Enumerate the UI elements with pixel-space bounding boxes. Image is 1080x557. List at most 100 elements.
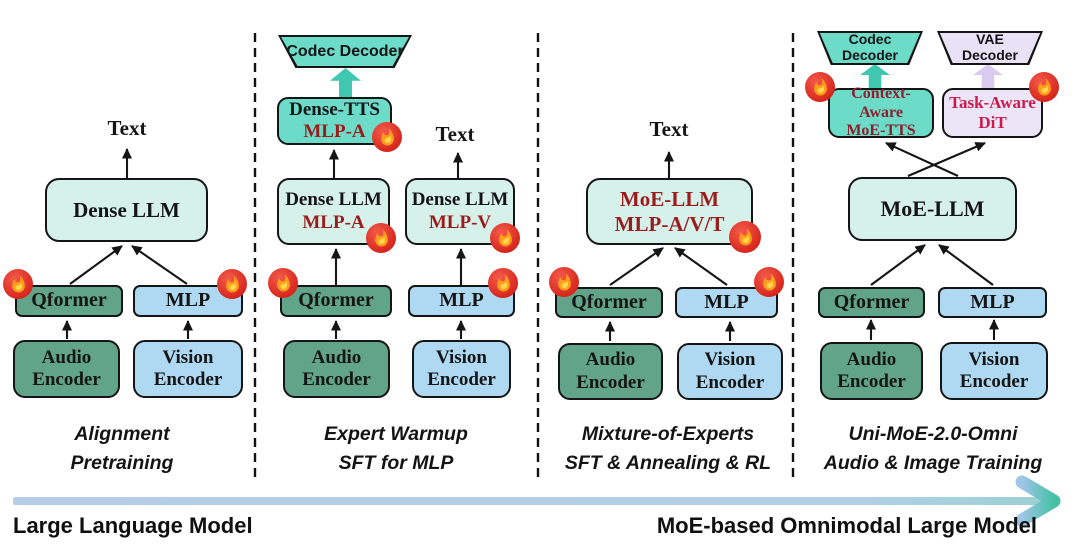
- stage2-audio-encoder-line1: Audio: [311, 346, 362, 368]
- stage2-audio-encoder-box: Audio Encoder: [283, 340, 390, 398]
- stage2-qformer-box: Qformer: [280, 285, 392, 317]
- fire-icon: [3, 269, 33, 299]
- stage3-audio-encoder-line2: Encoder: [576, 371, 645, 393]
- stage1-dense-llm-box: Dense LLM: [45, 178, 208, 242]
- fire-icon: [490, 223, 520, 253]
- stage3-vision-encoder-box: Vision Encoder: [677, 343, 783, 400]
- timeline-left-label: Large Language Model: [13, 513, 253, 538]
- fire-icon: [729, 221, 761, 253]
- stage4-caption: Uni-MoE-2.0-Omni Audio & Image Training: [792, 420, 1074, 479]
- stage2-caption: Expert Warmup SFT for MLP: [276, 420, 516, 479]
- stage2-llm-vision-line2: MLP-V: [428, 211, 492, 233]
- timeline-arrow: [13, 475, 1061, 527]
- stage2-caption-line1: Expert Warmup: [324, 423, 468, 445]
- stage3-caption-line2: SFT & Annealing & RL: [564, 452, 772, 475]
- stage4-vae-decoder-trapezoid: VAE Decoder: [937, 31, 1043, 65]
- fire-icon: [1029, 72, 1059, 102]
- stage2-vision-encoder-box: Vision Encoder: [412, 340, 511, 398]
- stage4-moe-tts-line1: Context-Aware: [851, 84, 911, 121]
- stage4-caption-line2: Audio & Image Training: [823, 452, 1043, 475]
- stage4-vision-encoder-box: Vision Encoder: [940, 342, 1048, 400]
- stage1-audio-encoder-line2: Encoder: [32, 369, 101, 390]
- stage2-connectors: [329, 149, 466, 339]
- stage2-dense-tts-line1: Dense-TTS: [289, 98, 380, 120]
- stage2-llm-audio-line2: MLP-A: [302, 211, 365, 233]
- stage4-dit-line2: DiT: [978, 113, 1007, 132]
- stage1-mlp-box: MLP: [133, 285, 243, 317]
- stage3-audio-encoder-box: Audio Encoder: [558, 343, 663, 400]
- stage1-vision-encoder-line1: Vision: [162, 346, 214, 368]
- stage1-mlp-label: MLP: [165, 289, 211, 312]
- stage3-caption-line1: Mixture-of-Experts: [581, 423, 755, 445]
- stage2-text-output-label: Text: [435, 122, 475, 146]
- stage3-connectors: [605, 151, 735, 341]
- stage2-caption-line2: SFT for MLP: [338, 452, 454, 475]
- stage2-vision-encoder-line2: Encoder: [427, 369, 496, 390]
- stage3-moe-llm-box: MoE-LLM MLP-A/V/T: [586, 178, 753, 245]
- timeline-right-label: MoE-based Omnimodal Large Model: [656, 513, 1037, 538]
- stage4-dit-box: Task-Aware DiT: [942, 88, 1043, 138]
- stage4-caption-line1: Uni-MoE-2.0-Omni: [848, 423, 1018, 445]
- stage4-moe-tts-box: Context-Aware MoE-TTS: [828, 84, 934, 140]
- stage4-moe-llm-box: MoE-LLM: [848, 177, 1017, 241]
- stage1-qformer-label: Qformer: [31, 289, 107, 312]
- stage4-qformer-box: Qformer: [818, 287, 925, 318]
- stage1-audio-encoder-box: Audio Encoder: [13, 340, 120, 398]
- stage1-audio-encoder-line1: Audio: [41, 346, 92, 368]
- fire-icon: [217, 269, 247, 299]
- stage2-qformer-label: Qformer: [298, 289, 374, 312]
- stage1-qformer-box: Qformer: [15, 285, 123, 317]
- stage4-codec-decoder-trapezoid: Codec Decoder: [817, 31, 923, 65]
- stage3-caption: Mixture-of-Experts SFT & Annealing & RL: [543, 420, 793, 479]
- stage-dividers: [253, 33, 795, 483]
- stage2-codec-decoder-label: Codec Decoder: [286, 42, 404, 60]
- stage2-dense-tts-line2: MLP-A: [303, 121, 366, 142]
- stage4-mlp-box: MLP: [938, 287, 1047, 318]
- fire-icon: [372, 122, 402, 152]
- fire-icon: [488, 268, 518, 298]
- stage4-moe-llm-label: MoE-LLM: [880, 196, 985, 222]
- fire-icon: [549, 267, 579, 297]
- stage2-audio-encoder-line2: Encoder: [302, 369, 371, 390]
- stage3-vision-encoder-line1: Vision: [704, 349, 756, 371]
- stage1-text-output-label: Text: [107, 116, 147, 140]
- stage1-connectors: [62, 148, 193, 339]
- fire-icon: [366, 223, 396, 253]
- stage4-mlp-label: MLP: [970, 290, 1015, 313]
- stage4-vision-encoder-line1: Vision: [968, 348, 1020, 370]
- stage2-codec-decoder-trapezoid: Codec Decoder: [278, 35, 412, 68]
- stage2-mlp-label: MLP: [439, 289, 484, 312]
- stage4-qformer-label: Qformer: [833, 290, 910, 313]
- stage4-audio-encoder-box: Audio Encoder: [820, 342, 923, 400]
- stage3-vision-encoder-line2: Encoder: [695, 371, 765, 393]
- stage3-mlp-label: MLP: [704, 290, 749, 313]
- stage1-dense-llm-label: Dense LLM: [73, 197, 180, 222]
- stage4-vae-decoder-line2: Decoder: [961, 47, 1019, 63]
- stage3-moe-llm-line1: MoE-LLM: [619, 186, 720, 211]
- stage4-codec-decoder-line1: Codec: [848, 31, 892, 48]
- stage2-llm-audio-line1: Dense LLM: [285, 189, 382, 211]
- stage4-connectors: [866, 142, 999, 340]
- fire-icon: [754, 267, 784, 297]
- stage3-qformer-label: Qformer: [571, 290, 647, 313]
- stage4-audio-encoder-line2: Encoder: [837, 371, 906, 392]
- stage2-llm-vision-line1: Dense LLM: [411, 189, 509, 211]
- fire-icon: [268, 268, 298, 298]
- stage1-vision-encoder-line2: Encoder: [153, 369, 223, 390]
- stage1-caption-line1: Alignment: [74, 423, 170, 445]
- fire-icon: [805, 72, 835, 102]
- stage4-dit-line1: Task-Aware: [949, 92, 1036, 112]
- stage3-audio-encoder-line1: Audio: [585, 349, 636, 371]
- stage1-caption-line2: Pretraining: [70, 452, 174, 475]
- stage4-codec-decoder-line2: Decoder: [841, 47, 899, 63]
- stage1-vision-encoder-box: Vision Encoder: [133, 340, 243, 398]
- stage4-vision-encoder-line2: Encoder: [959, 371, 1029, 392]
- stage2-vision-encoder-line1: Vision: [435, 346, 488, 368]
- stage4-moe-tts-line2: MoE-TTS: [846, 122, 916, 140]
- stage3-moe-llm-line2: MLP-A/V/T: [614, 211, 725, 236]
- stage3-text-output-label: Text: [649, 117, 689, 141]
- stage4-vae-decoder-line1: VAE: [976, 31, 1004, 48]
- stage1-caption: Alignment Pretraining: [22, 420, 222, 479]
